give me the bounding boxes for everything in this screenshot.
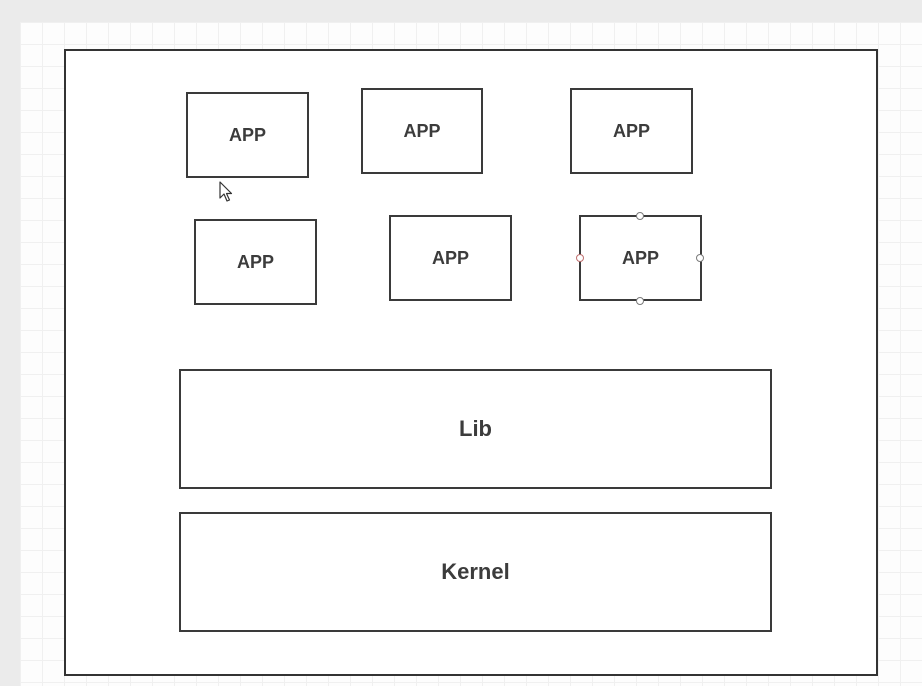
app-box-3[interactable]: APP — [570, 88, 693, 174]
app-box-label: APP — [236, 251, 274, 272]
kernel-layer-box[interactable]: Kernel — [179, 512, 772, 632]
resize-handle-left[interactable] — [576, 254, 584, 262]
app-box-label: APP — [431, 247, 469, 268]
app-box-label: APP — [228, 124, 266, 145]
kernel-layer-label: Kernel — [441, 559, 510, 584]
app-box-2[interactable]: APP — [361, 88, 483, 174]
resize-handle-bottom[interactable] — [636, 297, 644, 305]
resize-handle-right[interactable] — [696, 254, 704, 262]
app-box-label: APP — [621, 247, 659, 268]
resize-handle-top[interactable] — [636, 212, 644, 220]
mouse-pointer-icon — [219, 181, 233, 202]
lib-layer-label: Lib — [459, 416, 492, 441]
app-box-1[interactable]: APP — [186, 92, 309, 178]
app-box-4[interactable]: APP — [194, 219, 317, 305]
app-box-5[interactable]: APP — [389, 215, 512, 301]
app-box-label: APP — [403, 120, 441, 141]
lib-layer-box[interactable]: Lib — [179, 369, 772, 489]
app-box-label: APP — [612, 120, 650, 141]
app-box-6[interactable]: APP — [579, 215, 702, 301]
